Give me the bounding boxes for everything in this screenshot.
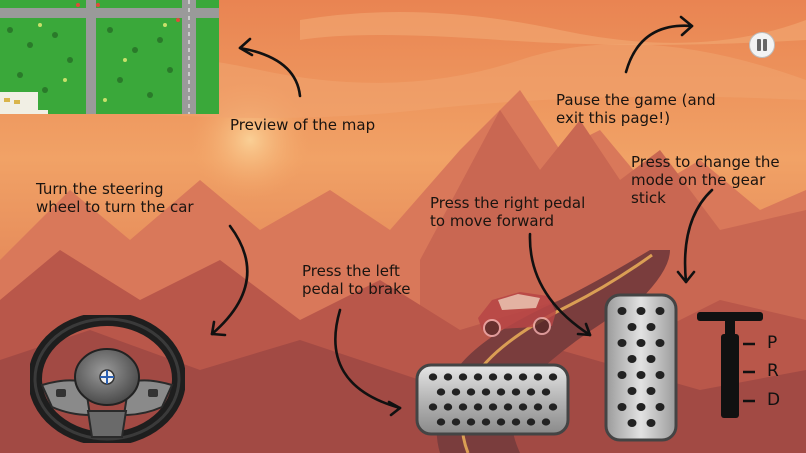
pause-button[interactable] bbox=[749, 32, 775, 58]
arrow-to-steering bbox=[210, 224, 249, 336]
annotation-left-pedal: Press the left pedal to brake bbox=[302, 262, 411, 298]
gas-pedal-icon bbox=[604, 293, 678, 442]
gear-stick-icon bbox=[697, 312, 763, 418]
annotation-gear-stick: Press to change the mode on the gear sti… bbox=[631, 153, 780, 207]
map-preview-icon bbox=[0, 0, 219, 114]
arrow-to-gear bbox=[683, 188, 714, 284]
arrow-to-gas bbox=[528, 232, 592, 337]
red-car bbox=[478, 292, 556, 337]
gas-pedal[interactable] bbox=[604, 293, 678, 442]
annotation-right-pedal: Press the right pedal to move forward bbox=[430, 194, 586, 230]
gear-stick[interactable]: P R D bbox=[695, 308, 795, 420]
steering-wheel[interactable] bbox=[28, 312, 186, 446]
map-preview[interactable] bbox=[0, 0, 219, 114]
brake-pedal[interactable] bbox=[415, 363, 570, 436]
steering-wheel-icon bbox=[28, 312, 186, 446]
arrow-to-brake bbox=[334, 308, 402, 410]
annotation-steering: Turn the steering wheel to turn the car bbox=[36, 180, 194, 216]
gear-d-label: D bbox=[767, 390, 781, 410]
brake-pedal-icon bbox=[415, 363, 570, 436]
gear-r-label: R bbox=[767, 361, 779, 381]
annotation-pause: Pause the game (and exit this page!) bbox=[556, 91, 716, 127]
arrow-to-pause bbox=[624, 24, 694, 74]
arrow-to-map bbox=[238, 46, 302, 98]
gear-p-label: P bbox=[767, 333, 778, 353]
annotation-map-preview: Preview of the map bbox=[230, 116, 376, 134]
